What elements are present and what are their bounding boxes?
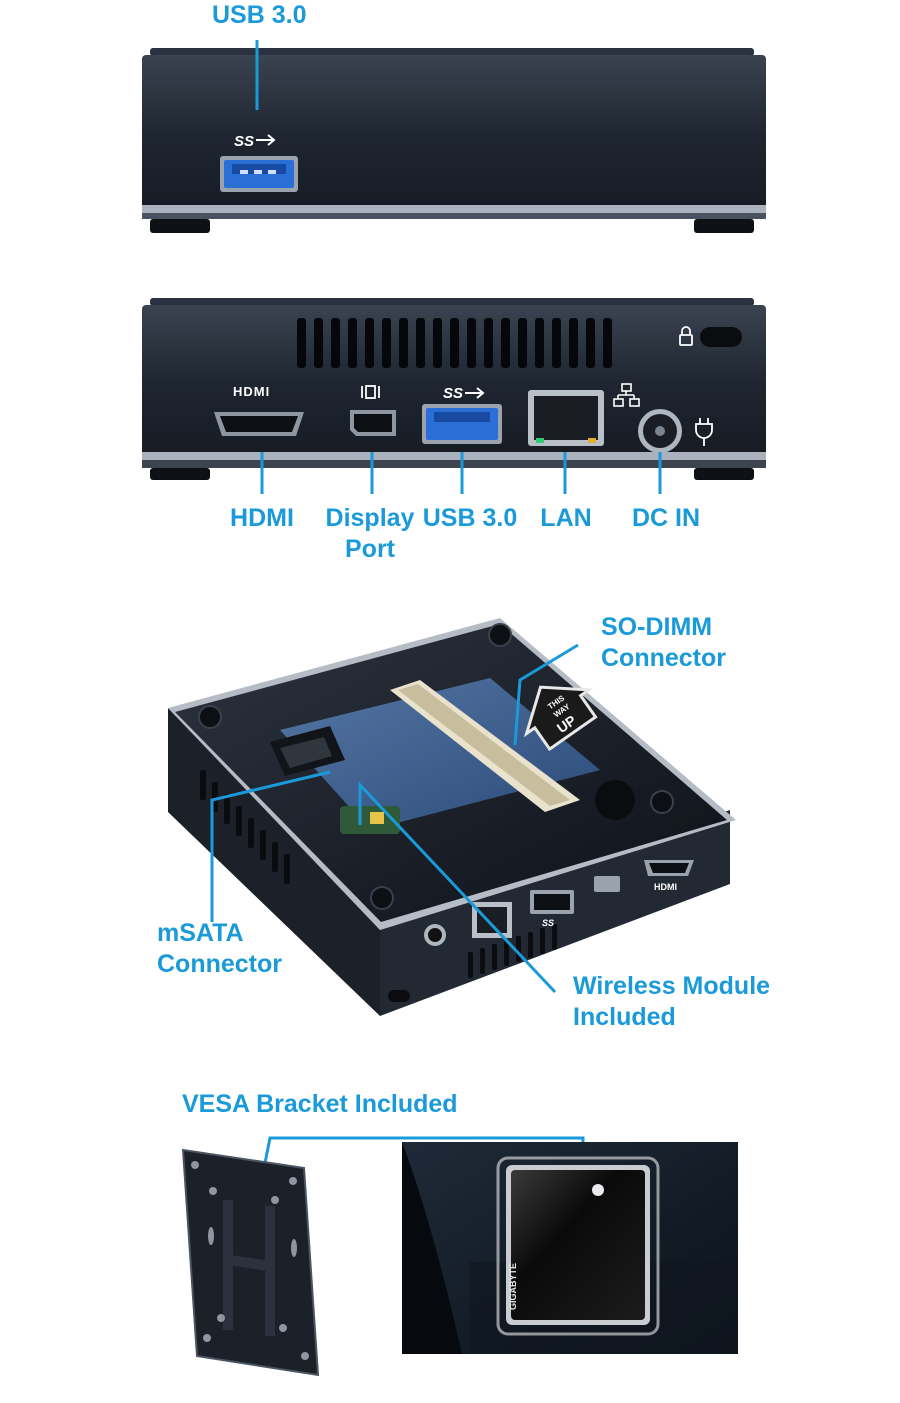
rubber-feet (198, 623, 674, 910)
kensington-slot (700, 327, 742, 347)
fan-knob (595, 780, 635, 820)
rear-usb-callout: USB 3.0 (422, 504, 518, 532)
dcin-callout: DC IN (631, 504, 701, 532)
power-button-icon (592, 1184, 604, 1196)
displayport-callout-line2: Port (345, 535, 395, 563)
power-plug-icon (695, 418, 713, 446)
sodimm-callout: SO-DIMM Connector (601, 612, 726, 674)
wireless-callout-line1: Wireless Module (573, 972, 771, 1000)
front-usb-callout: USB 3.0 (212, 1, 307, 29)
msata-callout-line1: mSATA (157, 919, 244, 947)
rear-callout-leaders (260, 452, 662, 494)
bracket-holes (191, 1161, 309, 1360)
rear-vents (297, 318, 612, 368)
network-icon (613, 383, 640, 407)
front-vents (468, 924, 557, 978)
svg-text:SS: SS (443, 385, 463, 402)
svg-text:HDMI: HDMI (654, 882, 677, 892)
vesa-bracket-panel: GIGABYTE (181, 1136, 738, 1377)
wireless-callout: Wireless Module Included (573, 971, 770, 1033)
this-way-up-sticker: THIS WAY UP (523, 685, 598, 752)
rear-usb-ss-icon: SS (443, 385, 485, 402)
displayport-callout: Display Port (314, 503, 426, 565)
side-displayport-port (594, 876, 620, 892)
side-kensington-slot (388, 990, 410, 1002)
sodimm-callout-line1: SO-DIMM (601, 613, 713, 641)
msata-callout-line2: Connector (157, 950, 282, 978)
msata-callout: mSATA Connector (157, 918, 282, 980)
sodimm-callout-line2: Connector (601, 644, 726, 672)
lock-icon (679, 326, 693, 346)
svg-text:SS: SS (234, 133, 254, 150)
front-panel-device: SS (142, 40, 766, 233)
front-foot-right (694, 219, 754, 233)
usb-ss-icon: SS (234, 133, 276, 150)
open-bottom-device: THIS WAY UP SS (168, 618, 736, 1016)
displayport-callout-line1: Display (325, 504, 415, 532)
vesa-callout: VESA Bracket Included (182, 1090, 458, 1118)
front-foot-left (150, 219, 210, 233)
wireless-callout-line2: Included (573, 1003, 676, 1031)
svg-text:SS: SS (542, 918, 554, 928)
brand-logo: GIGABYTE (508, 1263, 518, 1310)
side-vents (200, 770, 290, 884)
rear-panel-device: HDMI SS (142, 298, 766, 494)
hdmi-callout: HDMI (230, 504, 294, 532)
displayport-icon (361, 385, 380, 399)
rear-hdmi-mark: HDMI (233, 384, 270, 399)
lan-callout: LAN (540, 504, 592, 532)
bottom-callout-leaders (210, 643, 579, 994)
mounted-device-glow (496, 1156, 660, 1336)
